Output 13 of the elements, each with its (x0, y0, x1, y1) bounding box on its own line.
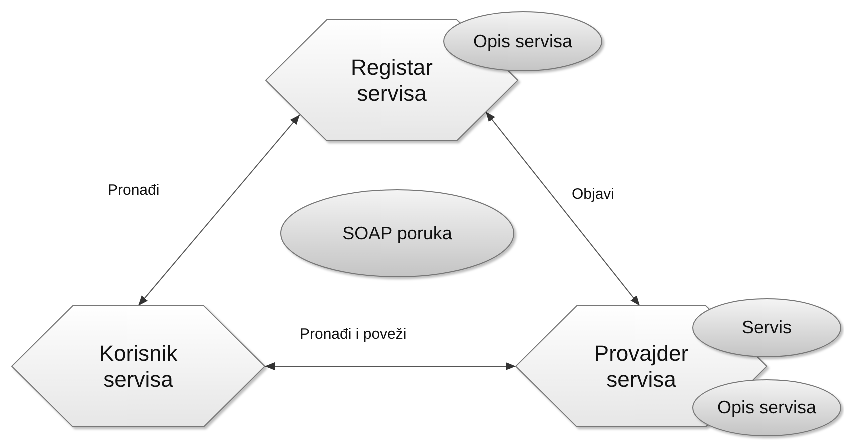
node-label: SOAP poruka (342, 223, 454, 244)
node-label: Registar servisa (350, 54, 434, 106)
double-arrow (486, 111, 640, 306)
double-arrow (138, 114, 301, 306)
edge-label: Objavi (572, 186, 615, 203)
node-label: Opis servisa (716, 398, 818, 418)
node-label: Opis servisa (472, 31, 574, 52)
double-arrow (264, 362, 516, 370)
edge-label: Pronađi i poveži (300, 326, 407, 343)
edge-label: Pronađi (108, 182, 160, 199)
node-label: Servis (740, 318, 793, 338)
node-label: Provajder servisa (593, 340, 690, 392)
node-label: Korisnik servisa (98, 340, 179, 392)
